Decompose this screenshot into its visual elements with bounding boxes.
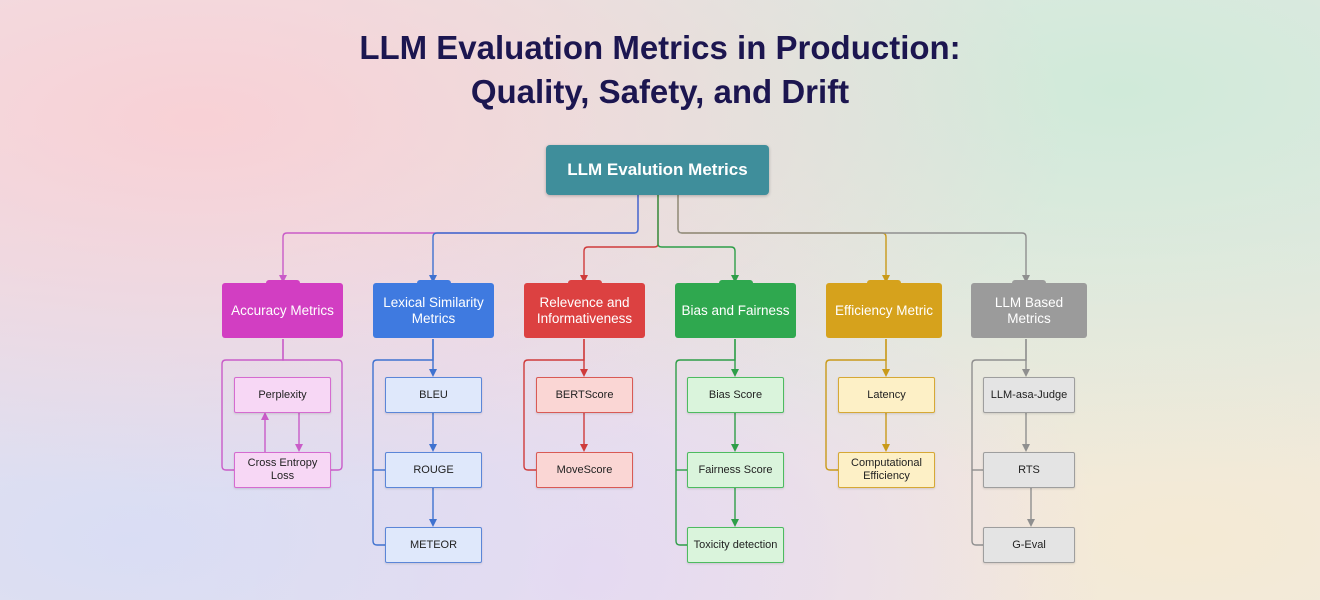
leaf-fairness-score: Fairness Score [687,452,784,488]
title-line-2: Quality, Safety, and Drift [470,73,850,110]
leaf-bertscore: BERTScore [536,377,633,413]
category-llm-based-metrics: LLM Based Metrics [971,280,1087,338]
leaf-computational-efficiency: Computational Efficiency [838,452,935,488]
leaf-bleu: BLEU [385,377,482,413]
title-line-1: LLM Evaluation Metrics in Production: [359,29,961,66]
category-lexical-similarity-metrics: Lexical Similarity Metrics [373,280,494,338]
leaf-rts: RTS [983,452,1075,488]
leaf-llm-as-a-judge: LLM-asa-Judge [983,377,1075,413]
page-title: LLM Evaluation Metrics in Production: Qu… [0,26,1320,114]
leaf-g-eval: G-Eval [983,527,1075,563]
leaf-cross-entropy-loss: Cross Entropy Loss [234,452,331,488]
category-accuracy-metrics: Accuracy Metrics [222,280,343,338]
leaf-latency: Latency [838,377,935,413]
leaf-movescore: MoveScore [536,452,633,488]
leaf-meteor: METEOR [385,527,482,563]
leaf-bias-score: Bias Score [687,377,784,413]
leaf-perplexity: Perplexity [234,377,331,413]
root-node: LLM Evalution Metrics [546,145,769,195]
leaf-rouge: ROUGE [385,452,482,488]
category-relevance-informativeness: Relevence and Informativeness [524,280,645,338]
category-bias-fairness: Bias and Fairness [675,280,796,338]
leaf-toxicity-detection: Toxicity detection [687,527,784,563]
category-efficiency-metric: Efficiency Metric [826,280,942,338]
